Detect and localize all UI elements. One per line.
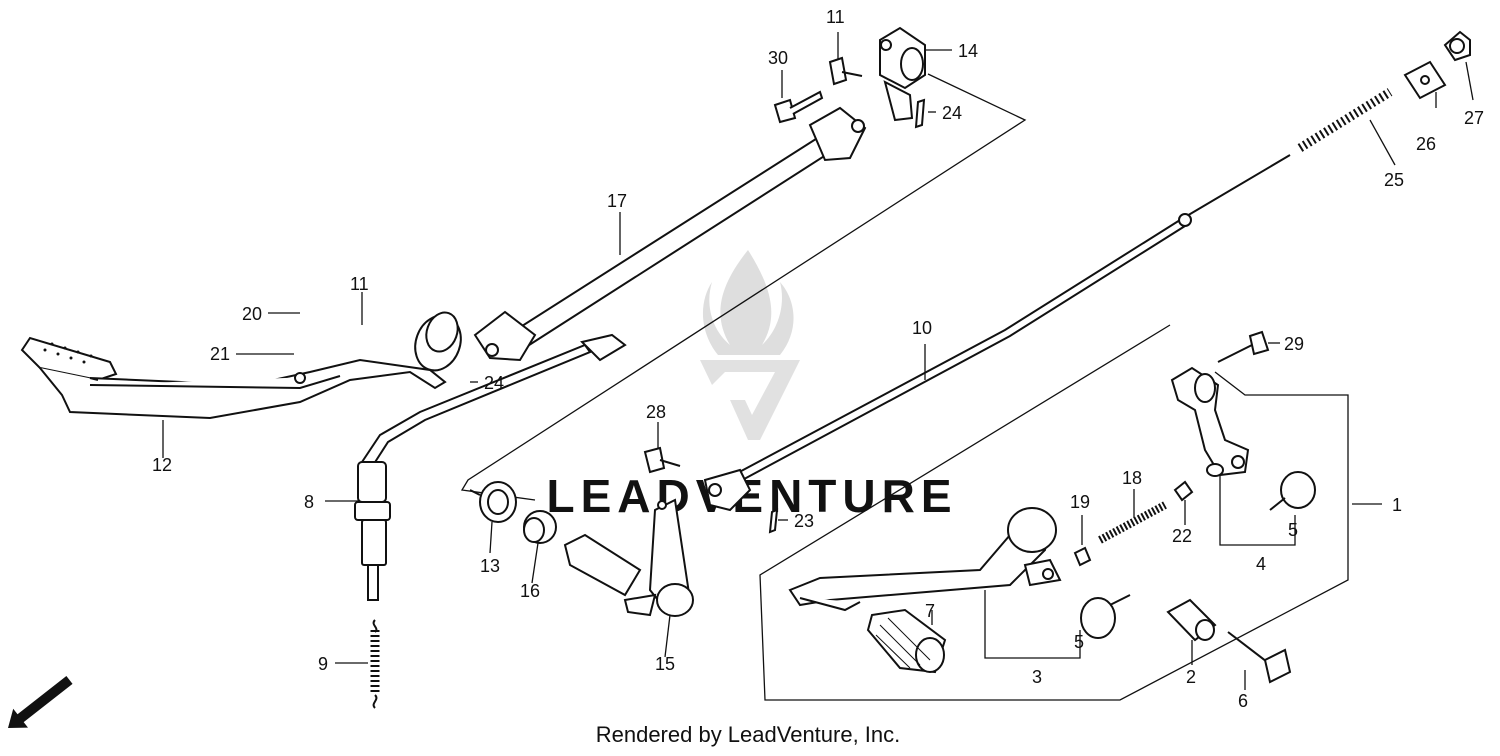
callout-1: 1 <box>1392 495 1402 515</box>
callout-16: 16 <box>520 581 540 601</box>
flame-v-logo-icon <box>700 250 800 440</box>
callout-29: 29 <box>1284 334 1304 354</box>
shift-rubber <box>866 608 947 674</box>
callout-25: 25 <box>1384 170 1404 190</box>
callout-22: 22 <box>1172 526 1192 546</box>
brake-pedal <box>20 311 462 420</box>
callout-27: 27 <box>1464 108 1484 128</box>
callout-2: 2 <box>1186 667 1196 687</box>
brake-rod <box>473 106 867 362</box>
bolt <box>643 330 1270 474</box>
callout-labels: 1 2 3 4 5 5 6 7 8 9 10 11 11 12 13 14 15… <box>152 7 1484 711</box>
callout-18: 18 <box>1122 468 1142 488</box>
return-spring <box>469 481 557 544</box>
cotter-pin <box>768 508 779 534</box>
callout-15: 15 <box>655 654 675 674</box>
shift-spindle <box>563 498 694 617</box>
callout-12: 12 <box>152 455 172 475</box>
brake-light-switch <box>354 333 627 601</box>
callout-5b: 5 <box>1074 632 1084 652</box>
callout-10: 10 <box>912 318 932 338</box>
callout-5a: 5 <box>1288 520 1298 540</box>
callout-28: 28 <box>646 402 666 422</box>
adjuster-rod <box>1073 480 1194 567</box>
callout-11b: 11 <box>350 274 369 294</box>
leader-lines <box>162 32 1474 690</box>
callout-14: 14 <box>958 41 978 61</box>
callout-13: 13 <box>480 556 500 576</box>
footer-credit: Rendered by LeadVenture, Inc. <box>596 722 901 747</box>
ball-joint <box>1080 471 1316 639</box>
callout-9: 9 <box>318 654 328 674</box>
spring <box>1297 88 1393 152</box>
callout-6: 6 <box>1238 691 1248 711</box>
pivot-bolt <box>1166 598 1292 684</box>
callout-11a: 11 <box>826 7 845 27</box>
callout-24a: 24 <box>942 103 962 123</box>
callout-20: 20 <box>242 304 262 324</box>
callout-30: 30 <box>768 48 788 68</box>
callout-24b: 24 <box>484 373 504 393</box>
callout-17: 17 <box>607 191 627 211</box>
callout-4: 4 <box>1256 554 1266 574</box>
gearshift-pedal <box>788 507 1062 612</box>
callout-3: 3 <box>1032 667 1042 687</box>
callout-19: 19 <box>1070 492 1090 512</box>
joint <box>1403 30 1471 100</box>
fwd-arrow-icon: FWD <box>8 676 73 728</box>
callout-7: 7 <box>925 601 935 621</box>
bolt <box>773 56 926 129</box>
shift-arm <box>1170 366 1250 477</box>
switch-spring <box>370 619 380 709</box>
callout-8: 8 <box>304 492 314 512</box>
rear-brake-arm <box>879 26 926 122</box>
callout-26: 26 <box>1416 134 1436 154</box>
callout-21: 21 <box>210 344 230 364</box>
callout-23: 23 <box>794 511 814 531</box>
watermark-text: LEADVENTURE <box>546 470 957 522</box>
brake-cable <box>703 154 1291 512</box>
